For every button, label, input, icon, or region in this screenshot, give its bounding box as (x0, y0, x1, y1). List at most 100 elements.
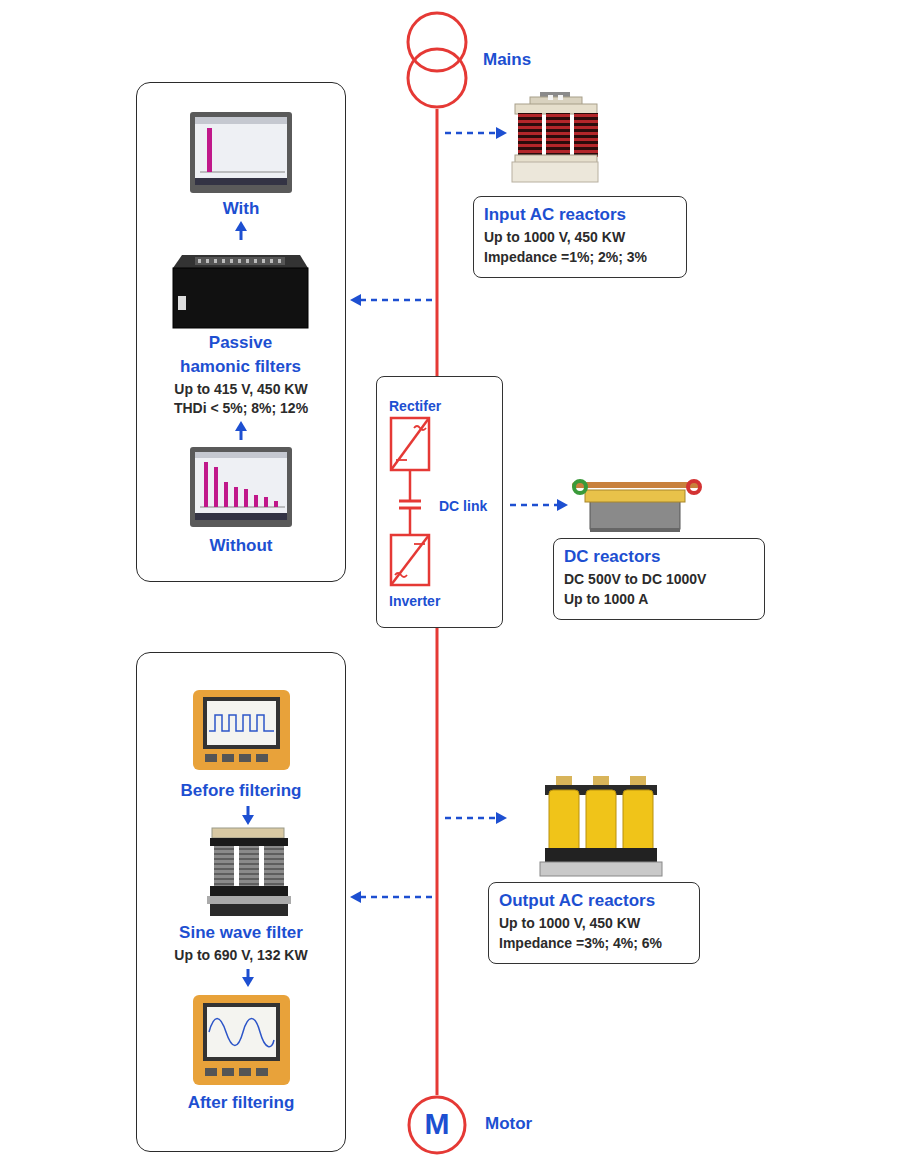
scope-before-image (203, 697, 280, 749)
converter-symbols (399, 500, 421, 503)
pointer-arrow (496, 127, 507, 139)
analyzer-screen-with (195, 117, 287, 185)
harmonic-filter-image (254, 259, 257, 263)
input-reactor-image (515, 104, 597, 114)
input-reactor-image (512, 162, 598, 182)
node-text: Up to 1000 A (564, 589, 754, 609)
converter-symbols (396, 459, 407, 461)
analyzer-screen-with (195, 178, 287, 185)
dc-reactor-image (572, 481, 700, 532)
input-reactor-image (574, 113, 598, 157)
flow-arrow (247, 969, 250, 978)
node-text: Impedance =1%; 2%; 3% (484, 247, 676, 267)
converter-symbols (395, 573, 407, 577)
converter-symbols (414, 543, 425, 545)
analyzer-screen-with (190, 112, 292, 193)
node-title: M (407, 1107, 467, 1141)
harmonic-filter-image (262, 259, 265, 263)
flow-arrow (240, 430, 243, 440)
node-title: DC reactors (564, 545, 754, 569)
pointer-arrow (360, 896, 432, 899)
pointer-arrow (445, 817, 497, 820)
sine-filter-image (214, 846, 234, 886)
output-reactor-image (540, 776, 662, 876)
transformer-outline (405, 11, 469, 109)
node-title: Rectifer (389, 397, 441, 415)
flow-arrow (247, 806, 250, 816)
scope-before-image (209, 715, 274, 731)
converter-symbols (391, 418, 429, 585)
scope-after-image (222, 1068, 234, 1076)
converter-symbols (409, 470, 412, 501)
pointer-arrow (350, 294, 361, 306)
analyzer-screen-without (214, 467, 218, 507)
output-reactor-image (586, 790, 616, 852)
scope-before-image (222, 754, 234, 762)
transformer-symbol: Mains (405, 11, 469, 109)
filter-panel: Before filteringSine wave filterUp to 69… (136, 652, 346, 1152)
pointer-arrow (445, 132, 497, 135)
output-reactor-image (593, 776, 609, 786)
flow-arrow (235, 221, 247, 231)
harmonic-filter-image (173, 268, 308, 328)
converter-box: RectiferDC linkInverter (376, 376, 503, 628)
harmonic-filter-image (270, 259, 273, 263)
node-text: Impedance =3%; 4%; 6% (499, 933, 689, 953)
motor-symbol: MMotor (407, 1095, 467, 1155)
dc-reactor-image (585, 490, 685, 502)
harmonic-filter-image (206, 259, 209, 263)
scope-after-image (256, 1068, 268, 1076)
spec-box: DC reactorsDC 500V to DC 1000VUp to 1000… (553, 538, 765, 620)
node-text: Without (137, 534, 345, 558)
transformer-circle (408, 49, 466, 107)
node-text: THDi < 5%; 8%; 12% (137, 398, 345, 418)
node-title: Before filtering (137, 779, 345, 803)
flow-arrow (240, 230, 243, 240)
converter-symbols (391, 418, 429, 470)
scope-before-image (193, 690, 290, 770)
dc-reactor-image (574, 481, 586, 493)
transformer-circle (408, 13, 466, 71)
node-text: Passive hamonic filters (176, 331, 306, 379)
scope-after-image (193, 995, 290, 1085)
input-reactor-image (548, 95, 553, 100)
scope-after-image (239, 1068, 251, 1076)
analyzer-screen-without (195, 452, 287, 520)
scope-before-image (193, 690, 290, 770)
harmonic-filter-image (195, 257, 285, 265)
pointer-arrow (510, 504, 558, 507)
node-text: Sine wave filter (137, 921, 345, 945)
output-reactor-image (540, 862, 662, 876)
converter-symbols (391, 535, 429, 585)
analyzer-screen-without (195, 513, 287, 520)
converter-symbols (409, 508, 412, 535)
node-text: DC link (439, 497, 487, 515)
dc-reactor-image (590, 528, 680, 532)
analyzer-screen-with (207, 128, 212, 172)
harmonic-filter-image (222, 259, 225, 263)
sine-filter-image (210, 838, 288, 846)
scope-before-image (239, 754, 251, 762)
scope-after-image (209, 1019, 274, 1047)
node-title: With (137, 197, 345, 221)
sine-filter-image (210, 886, 288, 896)
converter-symbols (391, 418, 429, 470)
harmonic-filter-image (238, 259, 241, 263)
harmonic-filter-image (173, 255, 308, 268)
pointer-arrow (360, 299, 432, 302)
analyzer-screen-without (234, 487, 238, 507)
flow-arrow (235, 421, 247, 431)
node-text: Up to 690 V, 132 KW (137, 945, 345, 965)
node-text: Up to 1000 V, 450 KW (499, 913, 689, 933)
dc-reactor-image (688, 481, 700, 493)
scope-after-image (203, 1003, 280, 1061)
scope-after-image (207, 1007, 276, 1057)
converter-symbols (414, 426, 426, 430)
filter-panel: WithPassive hamonic filtersUp to 415 V, … (136, 82, 346, 582)
analyzer-screen-with (200, 172, 285, 173)
sine-filter-image (210, 904, 288, 916)
node-title: Input AC reactors (484, 203, 676, 227)
analyzer-screen-without (204, 462, 208, 507)
analyzer-screen-without (244, 489, 248, 507)
input-reactor-image (512, 92, 598, 182)
